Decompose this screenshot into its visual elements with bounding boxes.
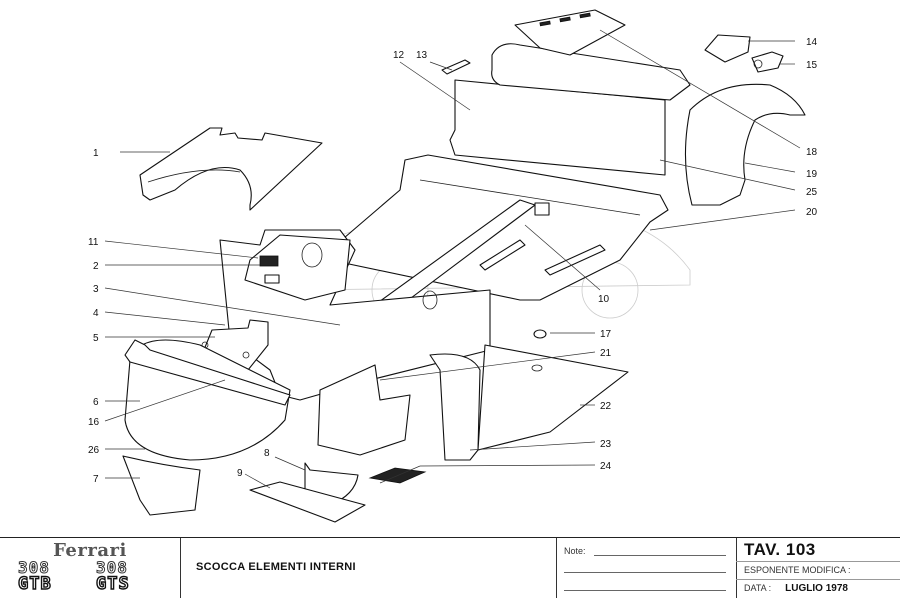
callout-24: 24: [600, 461, 612, 472]
callout-13: 13: [416, 50, 428, 61]
part-1-cover-panel: [139, 127, 323, 211]
callout-17: 17: [600, 329, 612, 340]
callout-25: 25: [806, 187, 818, 198]
firewall-assembly: [219, 229, 491, 401]
logo-cell: Ferrari 308 GTB 308 GTS: [0, 538, 181, 598]
callout-3: 3: [93, 284, 99, 295]
date-row: DATA : LUGLIO 1978: [744, 583, 848, 594]
part-22-floor-panel: [477, 344, 629, 451]
callout-1: 1: [93, 148, 99, 159]
document-title-cell: SCOCCA ELEMENTI INTERNI: [180, 538, 557, 598]
part-6-tank: [124, 339, 291, 461]
divider: [736, 579, 900, 580]
part-18-upper-shelf: [491, 9, 691, 101]
callout-23: 23: [600, 439, 612, 450]
title-block: Ferrari 308 GTB 308 GTS SCOCCA ELEMENTI …: [0, 537, 900, 598]
callout-6: 6: [93, 397, 99, 408]
model-badge-gts: 308 GTS: [95, 558, 130, 594]
model-number: 308: [96, 558, 128, 577]
part-7-duct: [122, 455, 201, 516]
note-line: [564, 590, 726, 591]
modification-label: ESPONENTE MODIFICA :: [744, 565, 851, 575]
callout-26: 26: [88, 445, 100, 456]
callout-9: 9: [237, 468, 243, 479]
part-21-wheelhouse: [317, 353, 481, 461]
model-variant: GTS: [95, 574, 130, 594]
callout-15: 15: [806, 60, 818, 71]
callout-8: 8: [264, 448, 270, 459]
part-9-plate: [249, 481, 366, 523]
callout-18: 18: [806, 147, 818, 158]
part-15-bracket: [751, 51, 784, 73]
callout-7: 7: [93, 474, 99, 485]
document-title: SCOCCA ELEMENTI INTERNI: [196, 561, 356, 573]
exploded-parts-diagram: 1 2 3 4 5 6 7 8 9 10 11 12 13 14 15 16 1…: [88, 9, 818, 523]
table-number: TAV. 103: [744, 540, 816, 559]
model-number: 308: [18, 558, 50, 577]
part-17-grommet: [533, 329, 547, 339]
callout-16: 16: [88, 417, 100, 428]
model-badge-gtb: 308 GTB: [17, 558, 52, 594]
note-line: [594, 555, 726, 556]
callout-labels: 1 2 3 4 5 6 7 8 9 10 11 12 13 14 15 16 1…: [88, 37, 818, 485]
callout-5: 5: [93, 333, 99, 344]
part-13-bracket: [441, 59, 471, 75]
leader-lines: [104, 29, 801, 489]
part-19-wheel-arch: [684, 83, 806, 206]
part-14-duct: [704, 34, 751, 63]
callout-4: 4: [93, 308, 99, 319]
notes-label: Note:: [564, 546, 586, 556]
model-variant: GTB: [17, 574, 52, 594]
info-cell: TAV. 103 ESPONENTE MODIFICA : DATA : LUGL…: [736, 538, 900, 598]
date-label: DATA :: [744, 583, 772, 593]
divider: [736, 561, 900, 562]
callout-19: 19: [806, 169, 818, 180]
ferrari-logo: Ferrari: [53, 540, 127, 561]
date-value: LUGLIO 1978: [785, 583, 848, 594]
callout-22: 22: [600, 401, 612, 412]
callout-10: 10: [598, 294, 610, 305]
callout-14: 14: [806, 37, 818, 48]
callout-12: 12: [393, 50, 405, 61]
callout-20: 20: [806, 207, 818, 218]
note-line: [564, 572, 726, 573]
callout-2: 2: [93, 261, 99, 272]
notes-cell: Note:: [556, 538, 737, 598]
callout-21: 21: [600, 348, 612, 359]
callout-11: 11: [88, 237, 99, 248]
